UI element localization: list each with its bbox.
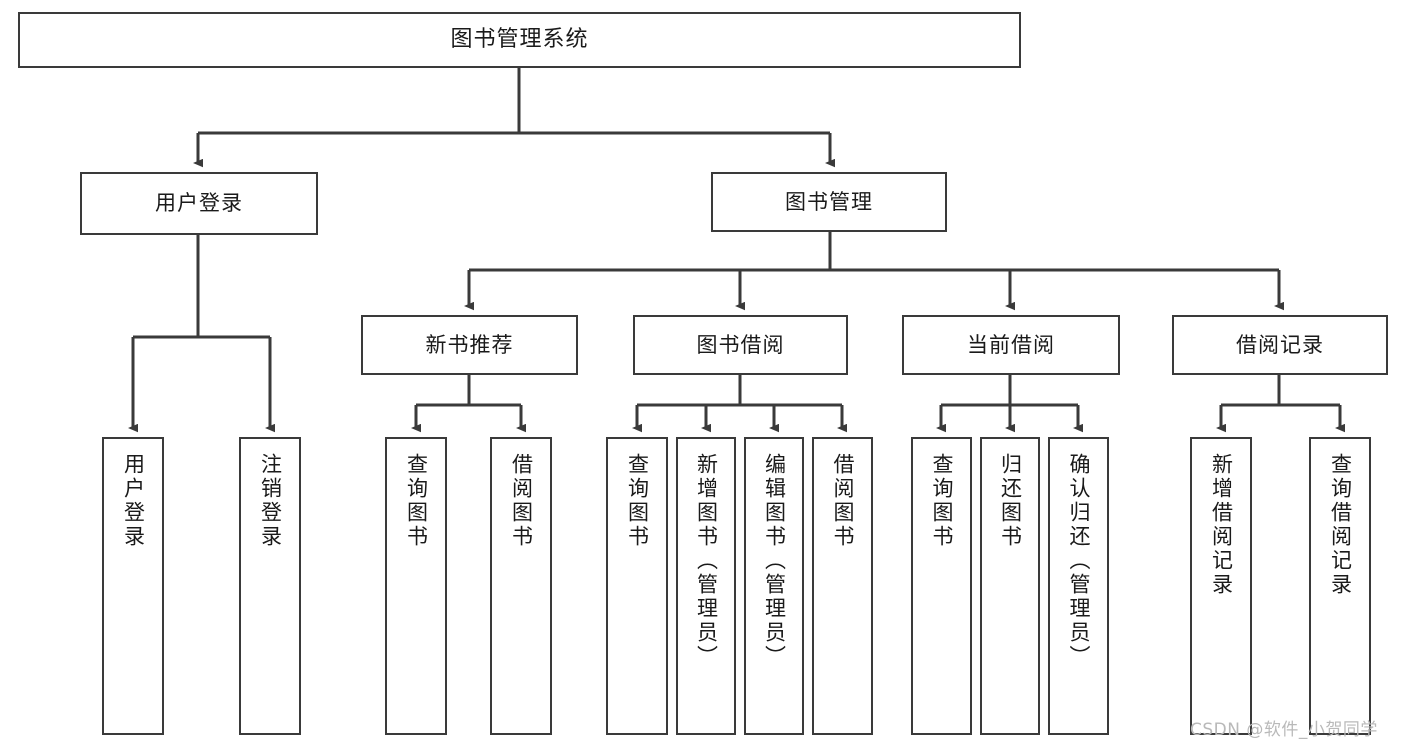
node-label: 编辑图书（管理员） bbox=[762, 453, 787, 669]
node-label: 新增图书（管理员） bbox=[694, 453, 719, 669]
leaf-borrow-book-recommend[interactable]: 借阅图书 bbox=[490, 437, 552, 735]
node-borrow-record[interactable]: 借阅记录 bbox=[1172, 315, 1388, 375]
node-label: 用户登录 bbox=[121, 453, 146, 549]
node-label: 借阅记录 bbox=[1236, 332, 1324, 357]
leaf-query-book-borrow[interactable]: 查询图书 bbox=[606, 437, 668, 735]
node-label: 注销登录 bbox=[258, 453, 283, 549]
node-root-system[interactable]: 图书管理系统 bbox=[18, 12, 1021, 68]
leaf-user-login[interactable]: 用户登录 bbox=[102, 437, 164, 735]
node-label: 当前借阅 bbox=[967, 332, 1055, 357]
leaf-query-borrow-record[interactable]: 查询借阅记录 bbox=[1309, 437, 1371, 735]
node-label: 查询图书 bbox=[404, 453, 429, 549]
node-label: 查询借阅记录 bbox=[1328, 453, 1353, 597]
node-user-login[interactable]: 用户登录 bbox=[80, 172, 318, 235]
node-new-book-recommend[interactable]: 新书推荐 bbox=[361, 315, 578, 375]
node-label: 新书推荐 bbox=[425, 332, 514, 357]
node-book-management[interactable]: 图书管理 bbox=[711, 172, 947, 232]
node-book-borrow[interactable]: 图书借阅 bbox=[633, 315, 848, 375]
leaf-add-book-admin[interactable]: 新增图书（管理员） bbox=[676, 437, 736, 735]
leaf-logout-login[interactable]: 注销登录 bbox=[239, 437, 301, 735]
leaf-borrow-book[interactable]: 借阅图书 bbox=[812, 437, 873, 735]
node-label: 借阅图书 bbox=[831, 453, 855, 549]
node-label: 图书管理 bbox=[785, 189, 873, 214]
node-label: 用户登录 bbox=[155, 191, 243, 216]
node-label: 确认归还（管理员） bbox=[1067, 453, 1091, 669]
leaf-confirm-return-admin[interactable]: 确认归还（管理员） bbox=[1048, 437, 1109, 735]
node-label: 新增借阅记录 bbox=[1209, 453, 1234, 597]
leaf-query-book-current[interactable]: 查询图书 bbox=[911, 437, 972, 735]
node-label: 查询图书 bbox=[625, 453, 650, 549]
leaf-edit-book-admin[interactable]: 编辑图书（管理员） bbox=[744, 437, 804, 735]
node-label: 图书管理系统 bbox=[450, 27, 589, 53]
node-label: 借阅图书 bbox=[509, 453, 534, 549]
node-label: 图书借阅 bbox=[696, 332, 785, 357]
leaf-add-borrow-record[interactable]: 新增借阅记录 bbox=[1190, 437, 1252, 735]
node-current-borrow[interactable]: 当前借阅 bbox=[902, 315, 1120, 375]
leaf-query-book-recommend[interactable]: 查询图书 bbox=[385, 437, 447, 735]
node-label: 归还图书 bbox=[998, 453, 1023, 549]
leaf-return-book[interactable]: 归还图书 bbox=[980, 437, 1040, 735]
node-label: 查询图书 bbox=[930, 453, 954, 549]
